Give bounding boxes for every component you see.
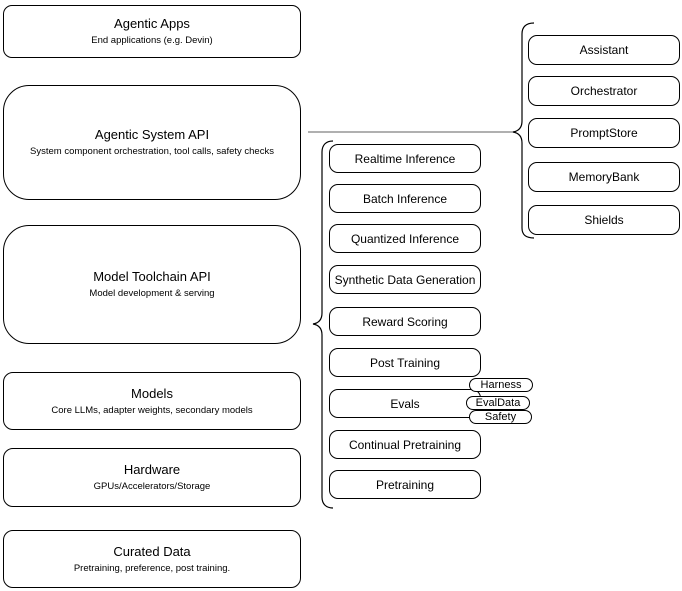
toolchain-item-label: Batch Inference xyxy=(362,191,448,206)
toolchain-item-synthetic-data-generation: Synthetic Data Generation xyxy=(329,265,481,294)
node-subtitle: Core LLMs, adapter weights, secondary mo… xyxy=(51,404,253,416)
component-memorybank: MemoryBank xyxy=(528,162,680,192)
toolchain-item-label: Reward Scoring xyxy=(362,314,448,329)
component-shields: Shields xyxy=(528,205,680,235)
eval-tag-evaldata: EvalData xyxy=(466,396,530,410)
toolchain-item-post-training: Post Training xyxy=(329,348,481,377)
toolchain-item-evals: Evals xyxy=(329,389,481,418)
eval-tag-label: Safety xyxy=(484,411,517,423)
node-subtitle: GPUs/Accelerators/Storage xyxy=(93,481,211,492)
component-orchestrator: Orchestrator xyxy=(528,76,680,106)
toolchain-item-label: Evals xyxy=(390,396,420,411)
node-title: Curated Data xyxy=(113,543,191,559)
node-agentic-system-api: Agentic System API System component orch… xyxy=(3,85,301,200)
node-title: Agentic System API xyxy=(94,127,210,142)
component-assistant: Assistant xyxy=(528,35,680,65)
node-subtitle: System component orchestration, tool cal… xyxy=(30,146,274,157)
node-hardware: Hardware GPUs/Accelerators/Storage xyxy=(3,448,301,507)
toolchain-item-label: Synthetic Data Generation xyxy=(334,272,476,287)
node-subtitle: Pretraining, preference, post training. xyxy=(73,562,231,574)
toolchain-item-continual-pretraining: Continual Pretraining xyxy=(329,430,481,459)
component-label: MemoryBank xyxy=(568,170,640,184)
component-promptstore: PromptStore xyxy=(528,118,680,148)
node-title: Models xyxy=(131,385,173,401)
node-subtitle: Model development & serving xyxy=(89,288,215,299)
eval-tag-label: Harness xyxy=(480,379,522,391)
node-subtitle: End applications (e.g. Devin) xyxy=(91,35,213,46)
toolchain-item-batch-inference: Batch Inference xyxy=(329,184,481,213)
node-curated-data: Curated Data Pretraining, preference, po… xyxy=(3,530,301,588)
toolchain-item-pretraining: Pretraining xyxy=(329,470,481,499)
eval-tag-label: EvalData xyxy=(475,397,521,409)
eval-tag-safety: Safety xyxy=(469,410,532,424)
toolchain-item-label: Quantized Inference xyxy=(350,231,460,246)
component-label: Orchestrator xyxy=(570,84,638,98)
component-label: Assistant xyxy=(579,43,629,57)
node-title: Model Toolchain API xyxy=(93,269,211,284)
toolchain-item-label: Continual Pretraining xyxy=(348,437,462,452)
toolchain-item-quantized-inference: Quantized Inference xyxy=(329,224,481,253)
toolchain-item-reward-scoring: Reward Scoring xyxy=(329,307,481,336)
toolchain-item-label: Pretraining xyxy=(375,477,435,492)
node-title: Agentic Apps xyxy=(114,16,190,31)
node-title: Hardware xyxy=(123,462,181,477)
node-model-toolchain-api: Model Toolchain API Model development & … xyxy=(3,225,301,344)
node-agentic-apps: Agentic Apps End applications (e.g. Devi… xyxy=(3,5,301,58)
toolchain-item-label: Realtime Inference xyxy=(354,151,456,166)
toolchain-item-label: Post Training xyxy=(369,355,441,370)
eval-tag-harness: Harness xyxy=(469,378,533,392)
component-label: Shields xyxy=(584,213,624,227)
node-models: Models Core LLMs, adapter weights, secon… xyxy=(3,372,301,430)
component-label: PromptStore xyxy=(570,126,638,140)
toolchain-item-realtime-inference: Realtime Inference xyxy=(329,144,481,173)
